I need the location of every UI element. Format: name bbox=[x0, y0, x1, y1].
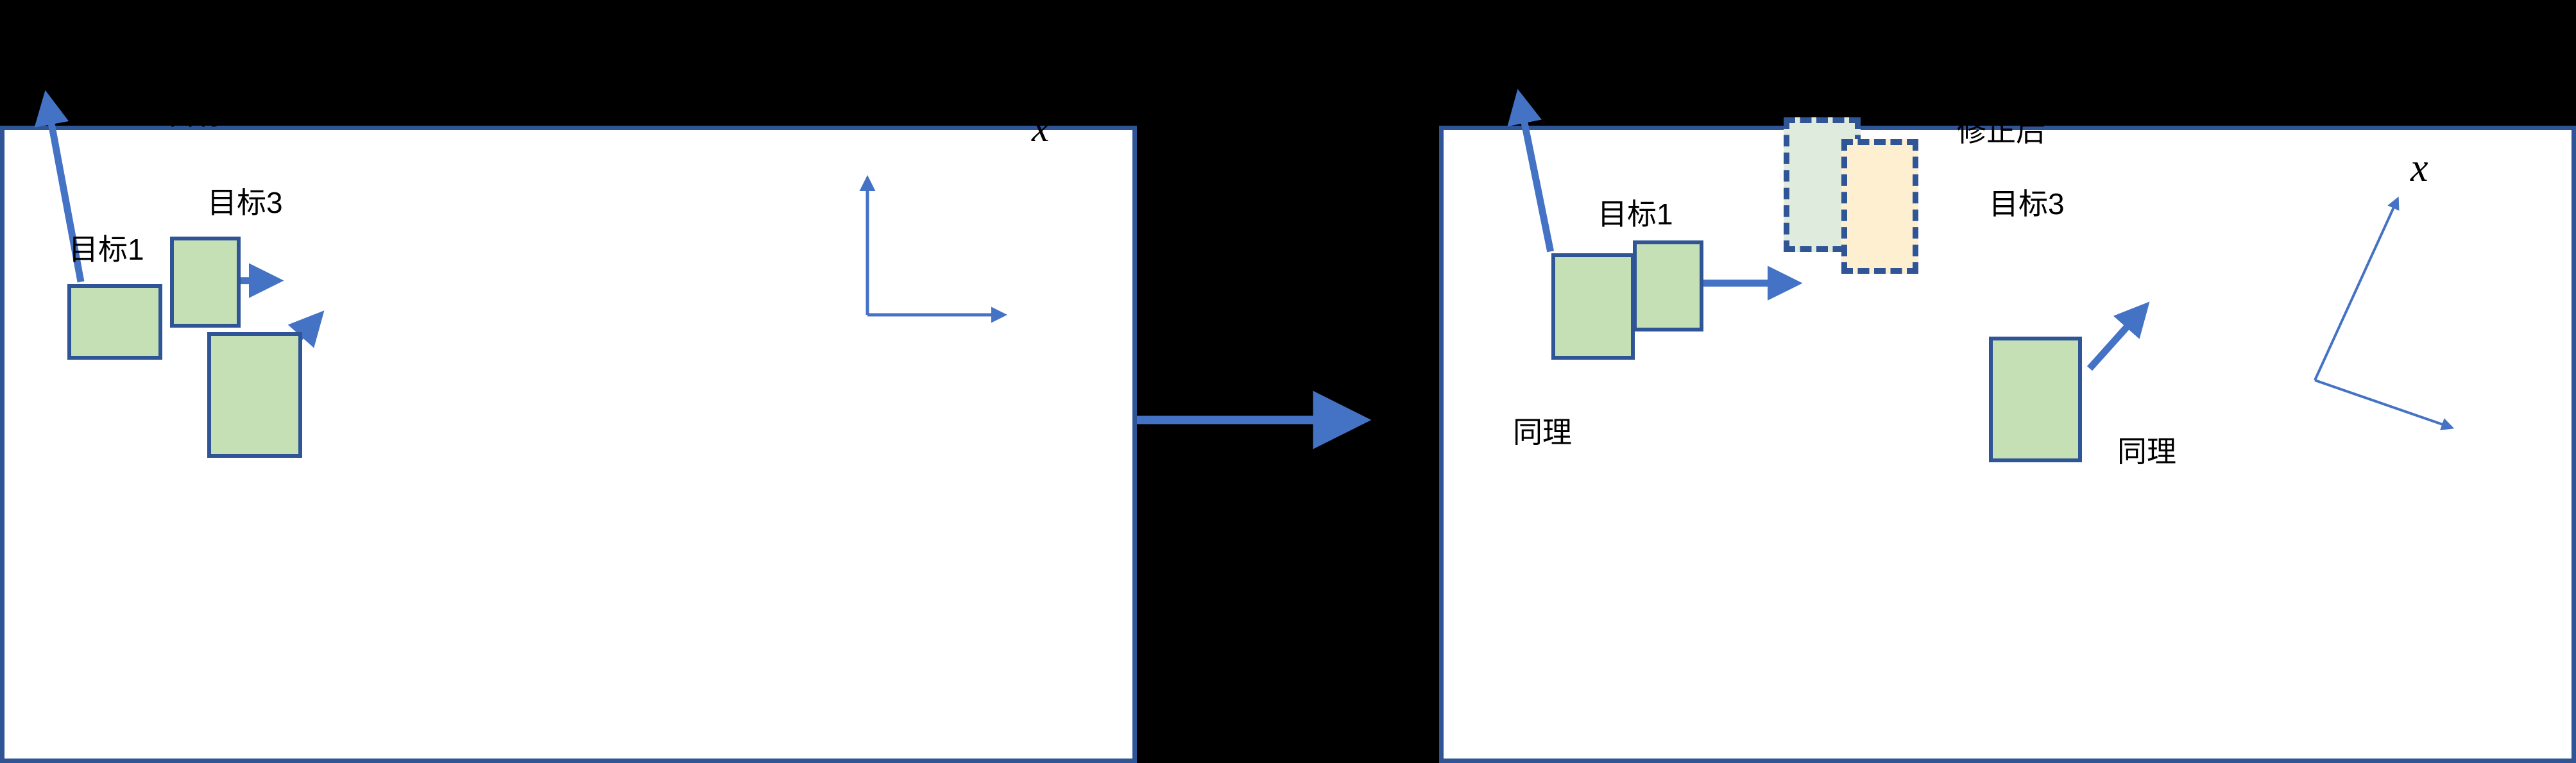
y-axis-label: y bbox=[984, 50, 1002, 94]
target-1-box bbox=[1551, 253, 1635, 360]
target-3-box bbox=[1989, 337, 2082, 462]
corrected-label: 修正后 bbox=[1957, 114, 2045, 147]
target-1-box bbox=[67, 284, 162, 360]
kalman-prediction-label: Kalman预测 bbox=[1761, 64, 1907, 94]
x-axis-label: x bbox=[2410, 146, 2428, 190]
target-3-velocity-arrow bbox=[2086, 301, 2150, 371]
target-2-label: 目标2 bbox=[1376, 97, 1452, 131]
y-axis-label: y bbox=[2396, 45, 2414, 88]
target-2-label: 目标2 bbox=[167, 97, 243, 131]
left-coordinate-axes bbox=[859, 175, 1007, 323]
corrected-box bbox=[1841, 139, 1918, 274]
target-1-label: 目标1 bbox=[69, 233, 144, 266]
target-2-box bbox=[170, 237, 241, 328]
after-kalman-panel: 目标1 同理 目标2 Kalman预测 修正后 目标3 同理 y x bbox=[1376, 47, 2576, 763]
target-2-box bbox=[1633, 240, 1703, 331]
target-3-box bbox=[207, 332, 302, 458]
target-1-velocity-arrow bbox=[34, 90, 85, 283]
stage-transition-arrow bbox=[1098, 390, 1372, 449]
right-panel-vectors bbox=[1507, 88, 2150, 371]
y-axis-line bbox=[2314, 196, 2400, 381]
target-1-note: 同理 bbox=[1513, 415, 1572, 449]
target-1-velocity-arrow bbox=[1507, 88, 1555, 253]
target-3-label: 目标3 bbox=[1989, 187, 2065, 221]
target-1-label: 目标1 bbox=[1598, 197, 1673, 231]
x-axis-line bbox=[2314, 379, 2455, 431]
target-3-label: 目标3 bbox=[207, 186, 283, 219]
target-3-note: 同理 bbox=[2117, 435, 2176, 468]
x-axis-label: x bbox=[1032, 106, 1050, 150]
before-kalman-panel: 目标1 目标2 目标3 y x bbox=[0, 52, 1137, 763]
right-coordinate-axes bbox=[2314, 196, 2455, 431]
